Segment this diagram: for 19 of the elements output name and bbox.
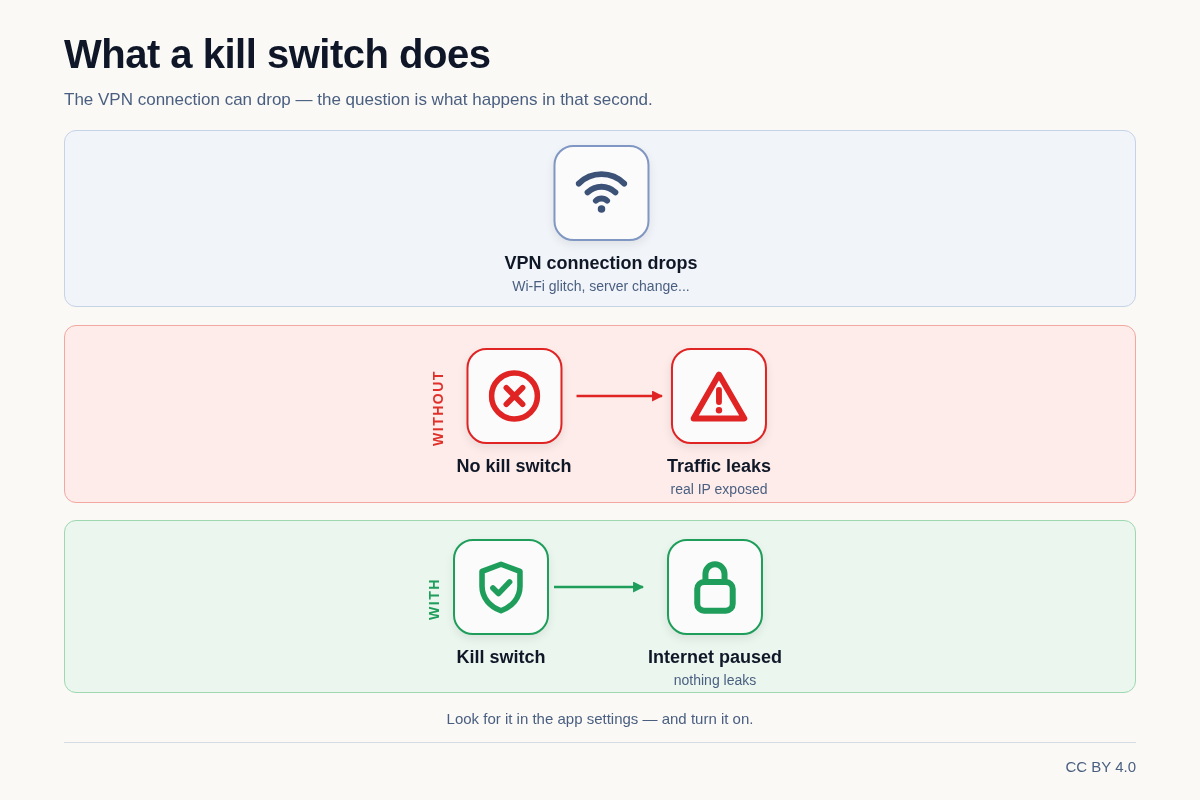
node-title: VPN connection drops bbox=[504, 252, 698, 274]
node-title: Traffic leaks bbox=[666, 455, 772, 477]
node-title: Kill switch bbox=[456, 646, 546, 668]
node-subtitle: nothing leaks bbox=[673, 671, 757, 689]
group-panel bbox=[64, 325, 1136, 503]
node-subtitle: Wi-Fi glitch, server change... bbox=[512, 277, 690, 295]
group-panel bbox=[64, 130, 1136, 307]
subtitle: The VPN connection can drop — the question is what happens in that second. bbox=[64, 89, 653, 111]
footer-note: Look for it in the app settings — and turn it on. bbox=[446, 709, 754, 729]
side-label: WITH bbox=[426, 578, 442, 620]
node-title: No kill switch bbox=[456, 455, 572, 477]
side-label: WITHOUT bbox=[430, 370, 446, 446]
node-title: Internet paused bbox=[648, 646, 782, 668]
license-note: CC BY 4.0 bbox=[1065, 757, 1136, 777]
page-title: What a kill switch does bbox=[64, 31, 491, 78]
arrow bbox=[554, 581, 645, 593]
node-subtitle: real IP exposed bbox=[670, 480, 768, 498]
arrow bbox=[576, 390, 664, 402]
group-panel bbox=[64, 520, 1136, 693]
